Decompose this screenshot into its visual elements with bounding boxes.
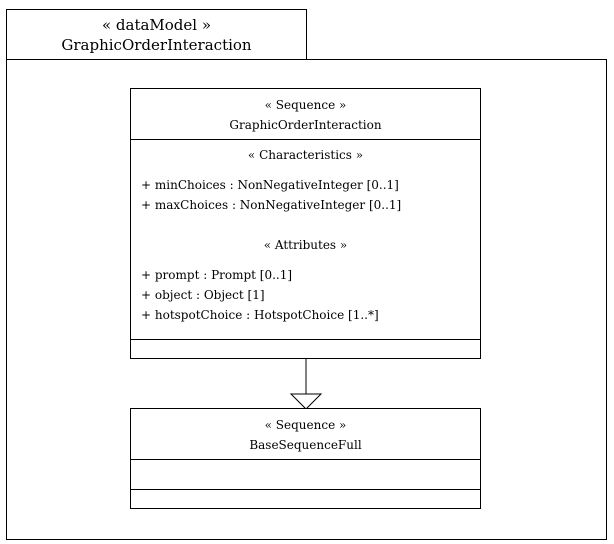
attribute-item: + object : Object [1] <box>141 288 265 302</box>
class-divider <box>131 339 480 340</box>
generalization-arrowhead <box>289 393 323 410</box>
characteristic-item: + minChoices : NonNegativeInteger [0..1] <box>141 178 399 192</box>
class-divider <box>131 139 480 140</box>
class-name: BaseSequenceFull <box>249 438 362 452</box>
characteristics-header: « Characteristics » <box>247 148 364 162</box>
attribute-item: + prompt : Prompt [0..1] <box>141 268 293 282</box>
package-frame <box>6 59 607 540</box>
class-graphic-order-interaction[interactable]: « Sequence » GraphicOrderInteraction « C… <box>130 88 481 359</box>
characteristic-item: + maxChoices : NonNegativeInteger [0..1] <box>141 198 402 212</box>
class-stereotype: « Sequence » <box>264 418 347 432</box>
class-name: GraphicOrderInteraction <box>229 118 382 132</box>
package-name: GraphicOrderInteraction <box>61 36 252 54</box>
class-divider <box>131 459 480 460</box>
package-stereotype: « dataModel » <box>101 16 212 34</box>
class-base-sequence-full[interactable]: « Sequence » BaseSequenceFull <box>130 408 481 509</box>
attribute-item: + hotspotChoice : HotspotChoice [1..*] <box>141 308 379 322</box>
class-stereotype: « Sequence » <box>264 98 347 112</box>
class-divider <box>131 489 480 490</box>
attributes-header: « Attributes » <box>263 238 348 252</box>
package-tab: « dataModel » GraphicOrderInteraction <box>6 9 307 60</box>
